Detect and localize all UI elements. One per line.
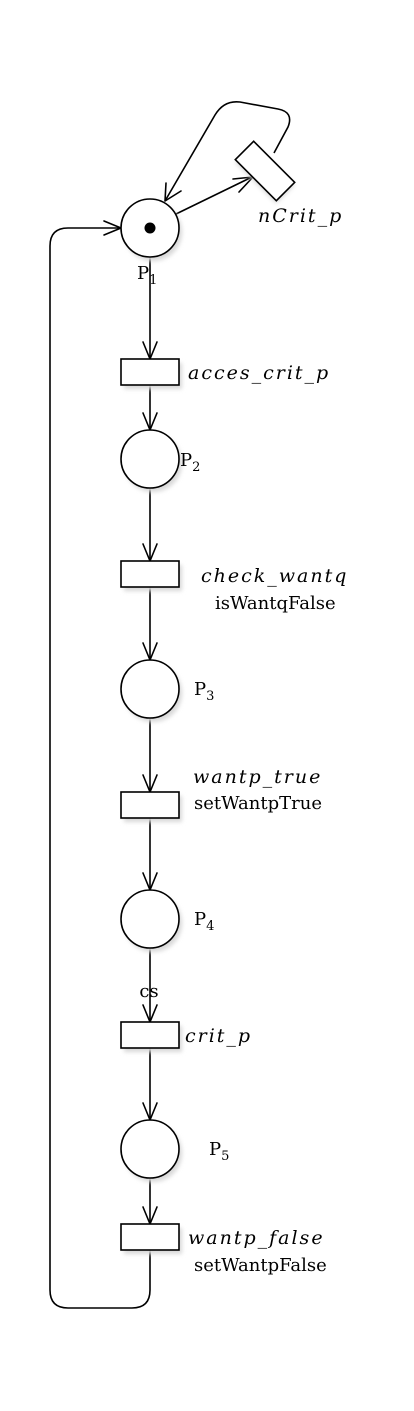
transition-label-acces-crit-p: acces_crit_p [188,362,330,384]
arc-p1-to-ncrit-p [175,176,254,215]
arc-wantp-true-to-p4 [142,818,158,891]
transition-label-check-wantq: check_wantq [201,565,348,587]
transition-crit-p [120,1021,182,1052]
place-p1 [120,198,182,261]
arc-p3-to-wantp-true [142,718,158,793]
transition-label-ncrit-p: nCrit_p [258,205,343,227]
arc-acces-crit-p-to-p2 [142,385,158,431]
transition-label-crit-p: crit_p [185,1025,252,1047]
place-label-p3: P3 [194,679,214,704]
transition-wantp-true [120,791,182,822]
token-dot [144,222,156,234]
arc-ncrit-p-to-p1 [164,100,291,202]
transition-action-set-wantp-true: setWantpTrue [194,793,322,814]
place-p5 [120,1119,182,1182]
arc-check-wantq-to-p3 [142,587,158,661]
transition-acces-crit-p [120,358,182,389]
transition-ncrit-p [234,140,296,204]
transition-label-wantp-false: wantp_false [188,1227,325,1249]
transition-wantp-false [120,1223,182,1254]
transition-action-set-wantp-false: setWantpFalse [194,1255,327,1276]
transition-action-is-wantq-false: isWantqFalse [215,593,336,614]
place-label-p1: P1 [137,263,157,288]
place-p3 [120,659,182,722]
transition-label-wantp-true: wantp_true [193,766,322,788]
place-label-p5: P5 [209,1139,229,1164]
place-label-p2: P2 [180,450,200,475]
arc-p5-to-wantp-false [142,1178,158,1225]
arc-label-cs: cs [139,981,158,1002]
arc-p2-to-check-wantq [142,488,158,562]
transition-check-wantq [120,560,182,591]
place-p4 [120,889,182,952]
place-label-p4: P4 [194,909,214,934]
place-p2 [120,429,182,492]
arc-crit-p-to-p5 [142,1048,158,1121]
